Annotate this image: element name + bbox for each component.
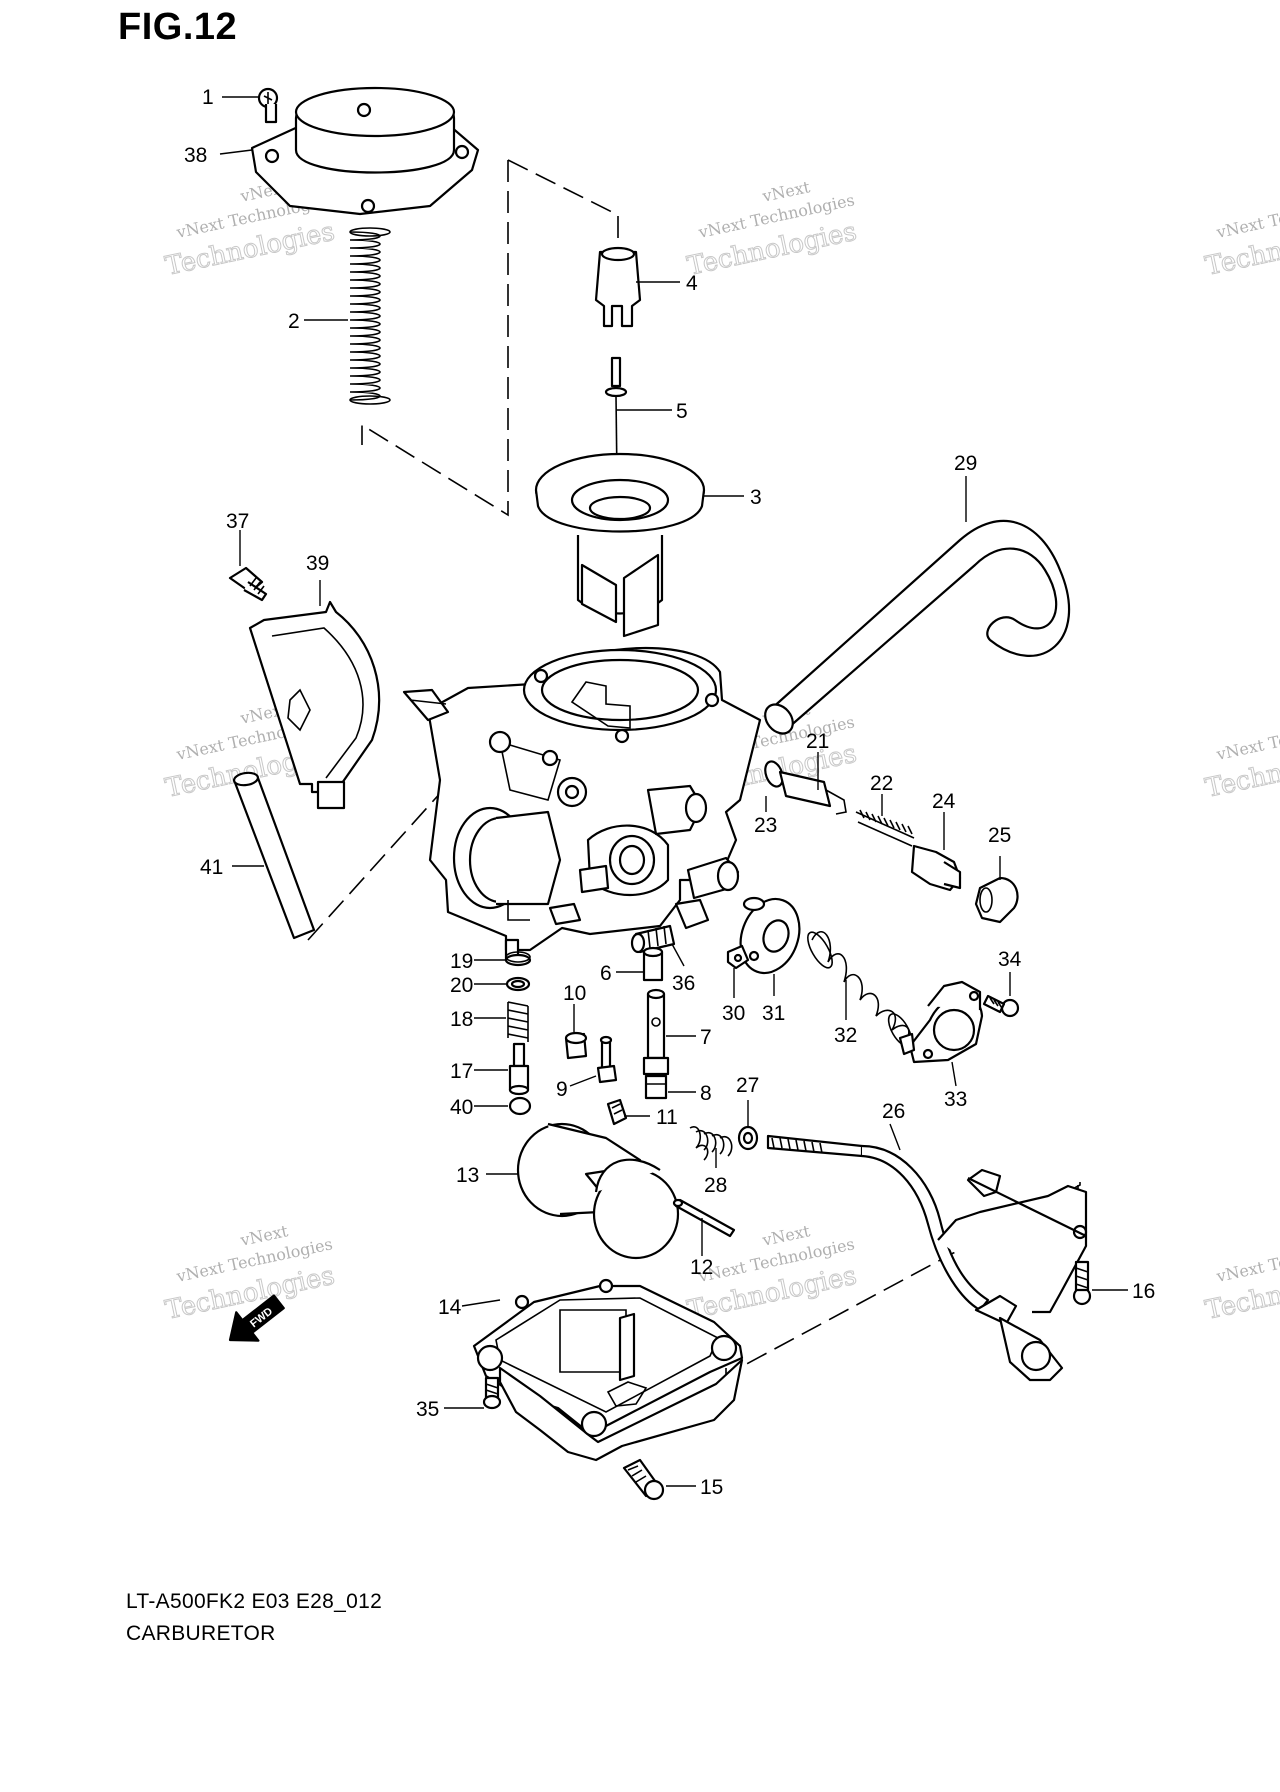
callout-2: 2: [288, 310, 300, 333]
callout-13: 13: [456, 1164, 479, 1187]
callout-14: 14: [438, 1296, 462, 1319]
screw-assembly-21-25: [764, 760, 1019, 924]
pin-part-12: [672, 1198, 736, 1238]
callout-12: 12: [690, 1256, 713, 1279]
callout-3: 3: [750, 486, 762, 509]
nut-part-30: [726, 944, 750, 970]
screw-part-1: [257, 87, 279, 124]
cable-part-26: [766, 1134, 1088, 1382]
callout-40: 40: [450, 1096, 473, 1119]
callout-18: 18: [450, 1008, 473, 1031]
watermark-text: vNext: [1278, 177, 1280, 206]
jet-parts-left: [504, 951, 532, 1116]
jet-part-9: [596, 1035, 618, 1084]
callout-37: 37: [226, 510, 249, 533]
fwd-direction-marker: FWD: [228, 1294, 285, 1342]
needle-holder-part-4: [594, 246, 642, 328]
cover-part-33: [898, 980, 984, 1064]
callout-38: 38: [184, 144, 207, 167]
callout-31: 31: [762, 1002, 785, 1025]
screw-part-37: [228, 566, 268, 602]
watermark-text: vNext: [1278, 699, 1280, 728]
callout-34: 34: [998, 948, 1022, 971]
watermark-text: vNext Technologies: [1214, 190, 1280, 242]
callout-35: 35: [416, 1398, 439, 1421]
jet-part-6: [642, 946, 664, 982]
spring-part-28: [689, 1126, 733, 1161]
callout-32: 32: [834, 1024, 857, 1047]
callout-19: 19: [450, 950, 473, 973]
watermark-text: vNext: [1278, 1221, 1280, 1250]
callout-17: 17: [450, 1060, 473, 1083]
callout-5: 5: [676, 400, 688, 423]
tube-part-41: [232, 771, 316, 940]
callout-27: 27: [736, 1074, 759, 1097]
callout-6: 6: [600, 962, 612, 985]
callout-29: 29: [954, 452, 977, 475]
spring-part-2: [349, 227, 391, 405]
jet-part-10: [564, 1031, 588, 1060]
callout-26: 26: [882, 1100, 905, 1123]
screw-part-34: [982, 994, 1020, 1018]
sleeve-part-36: [630, 924, 676, 954]
callout-22: 22: [870, 772, 893, 795]
hose-part-29: [764, 519, 1071, 735]
callout-25: 25: [988, 824, 1011, 847]
callout-39: 39: [306, 552, 329, 575]
diaphragm-part-31: [739, 896, 801, 975]
leader-lines: [219, 96, 1128, 1487]
callout-20: 20: [450, 974, 473, 997]
callout-9: 9: [556, 1078, 568, 1101]
screw-part-35: [482, 1376, 502, 1410]
figure-caption: CARBURETOR: [126, 1622, 276, 1645]
float-part-13: [516, 1122, 680, 1260]
callout-10: 10: [563, 982, 586, 1005]
watermark-text: vNext Technologies: [1214, 1234, 1280, 1286]
top-cap: [250, 86, 480, 216]
callout-24: 24: [932, 790, 956, 813]
valve-part-11: [606, 1098, 628, 1126]
callout-16: 16: [1132, 1280, 1155, 1303]
diaphragm-piston-part-3: [534, 452, 706, 638]
washer-part-27: [737, 1125, 759, 1151]
needle-jet-part-7-8: [642, 988, 670, 1100]
screw-part-15: [622, 1458, 665, 1501]
bracket-part-39: [248, 600, 381, 810]
callout-15: 15: [700, 1476, 723, 1499]
figure-title: FIG.12: [118, 6, 238, 48]
callout-23: 23: [754, 814, 777, 837]
callout-30: 30: [722, 1002, 745, 1025]
callout-4: 4: [686, 272, 698, 295]
callout-1: 1: [202, 86, 214, 109]
callout-8: 8: [700, 1082, 712, 1105]
model-code: LT-A500FK2 E03 E28_012: [126, 1590, 383, 1613]
callout-28: 28: [704, 1174, 727, 1197]
screw-part-16: [1072, 1260, 1092, 1306]
callout-11: 11: [656, 1106, 678, 1129]
callout-21: 21: [806, 730, 829, 753]
watermark-text: vNext Technologies: [1214, 712, 1280, 764]
callout-41: 41: [200, 856, 223, 879]
callout-numbers: 1 2 3 4 5 6 7 8 9 10 11 12 13 14 15 16 1…: [184, 86, 1155, 1499]
float-bowl-part-14: [472, 1278, 744, 1462]
callout-33: 33: [944, 1088, 967, 1111]
spring-part-32: [807, 931, 913, 1047]
callout-7: 7: [700, 1026, 712, 1049]
carburetor-body: [402, 647, 762, 962]
callout-36: 36: [672, 972, 695, 995]
